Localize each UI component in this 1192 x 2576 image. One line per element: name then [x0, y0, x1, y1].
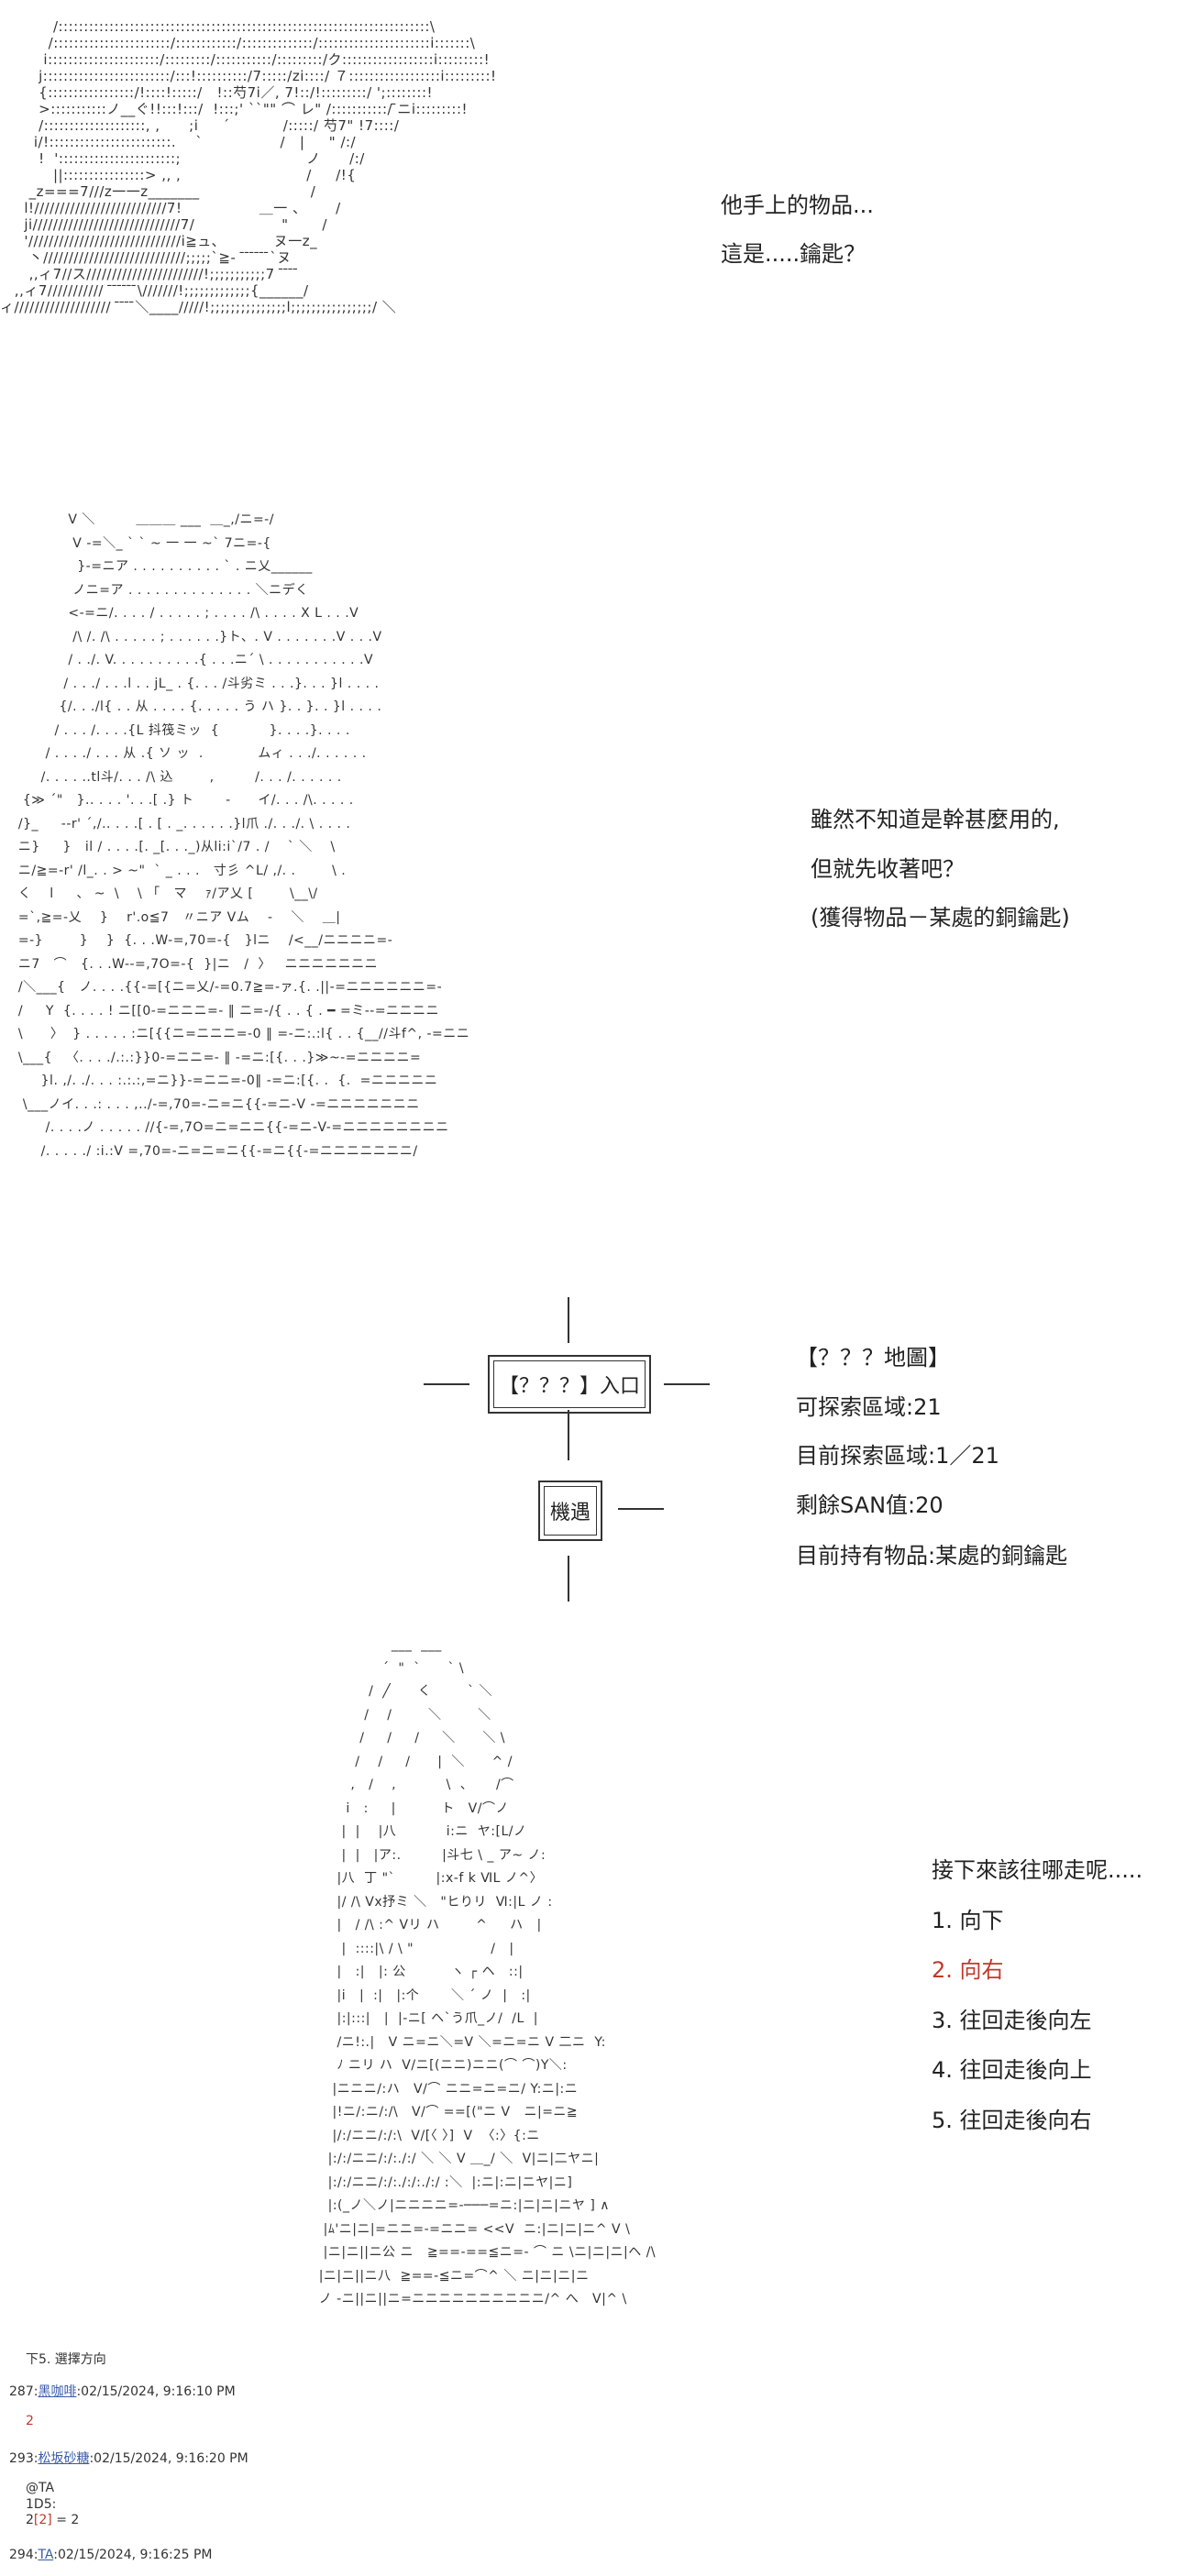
post-timestamp: :02/15/2024, 9:16:10 PM [76, 2384, 236, 2399]
post-username[interactable]: TA [38, 2548, 54, 2562]
narration-line-4: 但就先收著吧？ [811, 856, 965, 882]
post-timestamp: :02/15/2024, 9:16:25 PM [53, 2548, 213, 2562]
choice-option-5: 5. 往回走後向右 [932, 2108, 1092, 2133]
map-entrance-label: 【？？？】入口 [498, 1375, 640, 1398]
map-title: 【？？？地圖】 [796, 1345, 950, 1371]
choice-option-3: 3. 往回走後向左 [932, 2008, 1092, 2033]
dice-mention: @TA [26, 2481, 55, 2495]
map-encounter-label: 機遇 [549, 1502, 590, 1525]
map-explored-areas: 目前探索區域:1／21 [796, 1443, 999, 1469]
choice-option-4: 4. 往回走後向上 [932, 2057, 1092, 2083]
map-path-left [424, 1383, 469, 1385]
ascii-art-character-with-key: V ＼ ＿＿＿ ___ ＿_,/ニ=-/ V -=＼_ ` ` ~ 一 一 ~`… [17, 512, 470, 1159]
map-path-up [568, 1297, 569, 1343]
ascii-art-character-thinking: ___ ___ ´ " ` ` \ / ╱ く ` ＼ / / ＼ ＼ / / … [318, 1637, 657, 2306]
dice-total: = 2 [51, 2513, 80, 2527]
item-obtained-note: (獲得物品－某處的銅鑰匙) [811, 905, 1070, 930]
post-number: 294: [9, 2548, 39, 2562]
map-entrance-room: 【？？？】入口 [488, 1355, 651, 1414]
post-287-meta: 287:黑咖啡:02/15/2024, 9:16:10 PM [9, 2382, 236, 2400]
map-path-encounter-down [568, 1556, 569, 1602]
map-encounter-room: 機遇 [538, 1481, 602, 1541]
narration-line-1: 他手上的物品... [721, 193, 874, 218]
post-number: 293: [9, 2451, 39, 2466]
post-timestamp: :02/15/2024, 9:16:20 PM [89, 2451, 248, 2466]
post-293-meta: 293:松坂砂糖:02/15/2024, 9:16:20 PM [9, 2449, 248, 2467]
dice-bracket: [2] [33, 2513, 52, 2527]
post-username[interactable]: 黑咖啡 [38, 2384, 77, 2399]
post-username[interactable]: 松坂砂糖 [38, 2451, 90, 2466]
post-287-body: 2 [26, 2414, 34, 2428]
dice-roll-label: 1D5: [26, 2497, 57, 2512]
ascii-art-character-holding-key: /:::::::::::::::::::::::::::::::::::::::… [0, 18, 497, 315]
map-held-items: 目前持有物品:某處的銅鑰匙 [796, 1543, 1068, 1569]
narration-line-2: 這是.....鑰匙？ [721, 241, 866, 267]
map-path-right [664, 1383, 710, 1385]
dice-value: 2 [26, 2513, 34, 2527]
map-san-value: 剩餘SAN值:20 [796, 1492, 944, 1518]
choice-option-2: 2. 向右 [932, 1957, 1004, 1983]
narration-line-3: 雖然不知道是幹甚麼用的, [811, 807, 1060, 832]
choice-option-1: 1. 向下 [932, 1908, 1004, 1933]
thread-header: 下5. 選擇方向 [26, 2352, 106, 2367]
post-number: 287: [9, 2384, 39, 2399]
dice-result: 2[2] = 2 [26, 2513, 79, 2527]
map-path-down [568, 1410, 569, 1460]
choice-question: 接下來該往哪走呢..... [932, 1857, 1143, 1883]
map-explorable-areas: 可探索區域:21 [796, 1394, 942, 1420]
map-path-encounter-right [618, 1508, 664, 1510]
post-294-meta: 294:TA:02/15/2024, 9:16:25 PM [9, 2548, 213, 2562]
